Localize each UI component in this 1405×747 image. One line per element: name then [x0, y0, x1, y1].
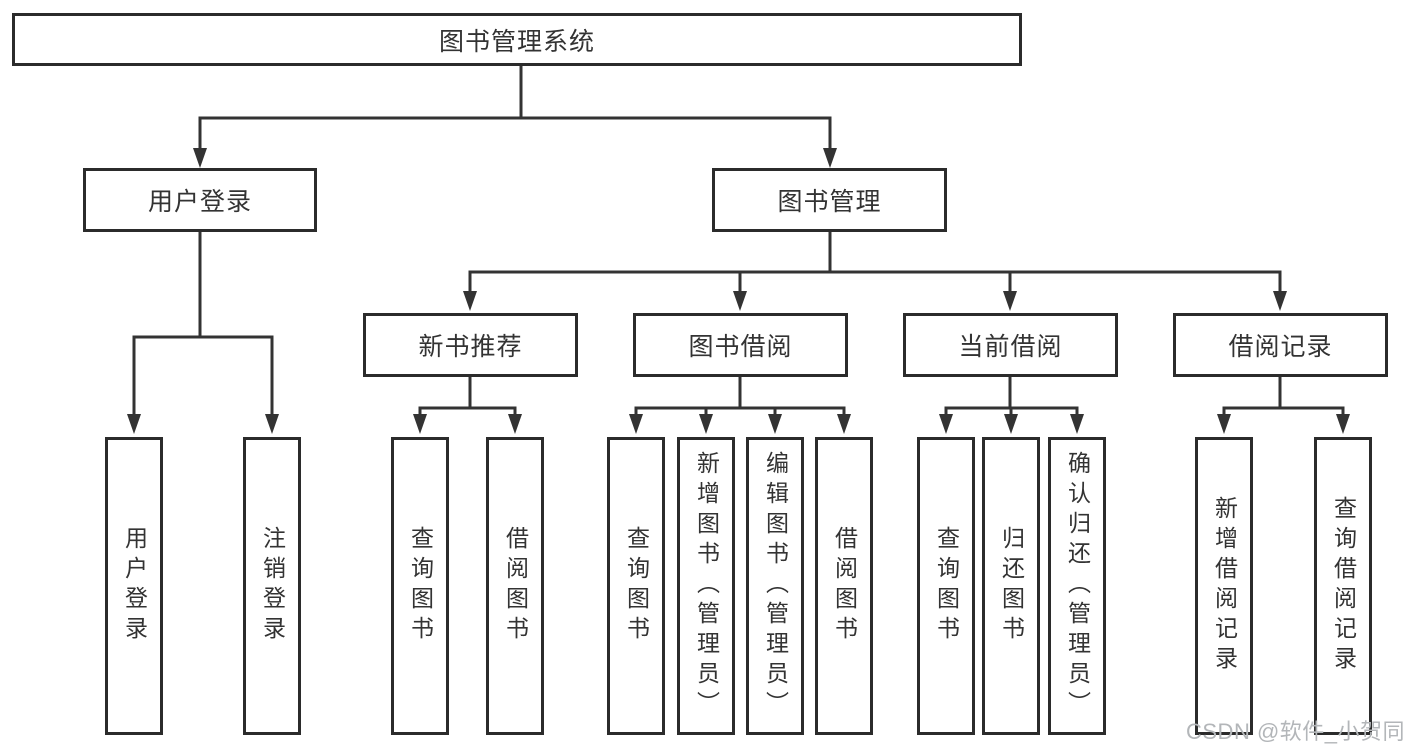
node-label: 查询图书: [623, 526, 650, 646]
leaf-return-book: 归还图书: [982, 437, 1040, 735]
leaf-user-login: 用户登录: [105, 437, 163, 735]
node-label: 当前借阅: [958, 333, 1063, 361]
leaf-edit-book-admin: 编辑图书（管理员）: [746, 437, 804, 735]
node-label: 注销登录: [259, 526, 286, 646]
leaf-query-borrow-record: 查询借阅记录: [1314, 437, 1372, 735]
connector-level3-splitter: [468, 270, 1282, 295]
leaf-borrow-books-recommend: 借阅图书: [486, 437, 544, 735]
node-label: 查询图书: [407, 526, 434, 646]
node-label: 用户登录: [147, 188, 252, 216]
node-label: 查询借阅记录: [1330, 496, 1357, 676]
node-book-management: 图书管理: [712, 168, 947, 232]
leaf-query-books-current: 查询图书: [917, 437, 975, 735]
node-root-system: 图书管理系统: [12, 13, 1022, 66]
connector-borrow-splitter: [634, 406, 846, 418]
node-label: 新增图书（管理员）: [693, 451, 720, 721]
node-label: 查询图书: [933, 526, 960, 646]
arrowheads: [127, 148, 1350, 434]
node-user-login: 用户登录: [83, 168, 317, 232]
node-label: 借阅图书: [502, 526, 529, 646]
node-new-book-recommend: 新书推荐: [363, 313, 578, 377]
node-label: 图书借阅: [688, 333, 793, 361]
node-label: 确认归还（管理员）: [1064, 451, 1091, 721]
node-label: 借阅图书: [831, 526, 858, 646]
node-label: 图书管理系统: [438, 27, 595, 56]
node-label: 新增借阅记录: [1211, 496, 1238, 676]
node-borrowing-records: 借阅记录: [1173, 313, 1388, 377]
leaf-query-books-borrow: 查询图书: [607, 437, 665, 735]
node-book-borrowing: 图书借阅: [633, 313, 848, 377]
leaf-logout: 注销登录: [243, 437, 301, 735]
leaf-add-book-admin: 新增图书（管理员）: [677, 437, 735, 735]
leaf-add-borrow-record: 新增借阅记录: [1195, 437, 1253, 735]
connector-records-splitter: [1222, 406, 1345, 418]
leaf-borrow-books: 借阅图书: [815, 437, 873, 735]
node-label: 新书推荐: [418, 333, 523, 361]
connector-level2-splitter: [198, 116, 832, 152]
node-label: 借阅记录: [1228, 333, 1333, 361]
node-label: 用户登录: [121, 526, 148, 646]
node-label: 编辑图书（管理员）: [762, 451, 789, 721]
csdn-watermark: CSDN @软件_小贺同学: [1186, 719, 1405, 744]
node-current-borrowing: 当前借阅: [903, 313, 1118, 377]
connector-recommend-splitter: [418, 406, 517, 418]
leaf-confirm-return-admin: 确认归还（管理员）: [1048, 437, 1106, 735]
leaf-query-books-recommend: 查询图书: [391, 437, 449, 735]
node-label: 归还图书: [998, 526, 1025, 646]
node-label: 图书管理: [777, 188, 882, 216]
connector-login-splitter: [132, 335, 274, 418]
